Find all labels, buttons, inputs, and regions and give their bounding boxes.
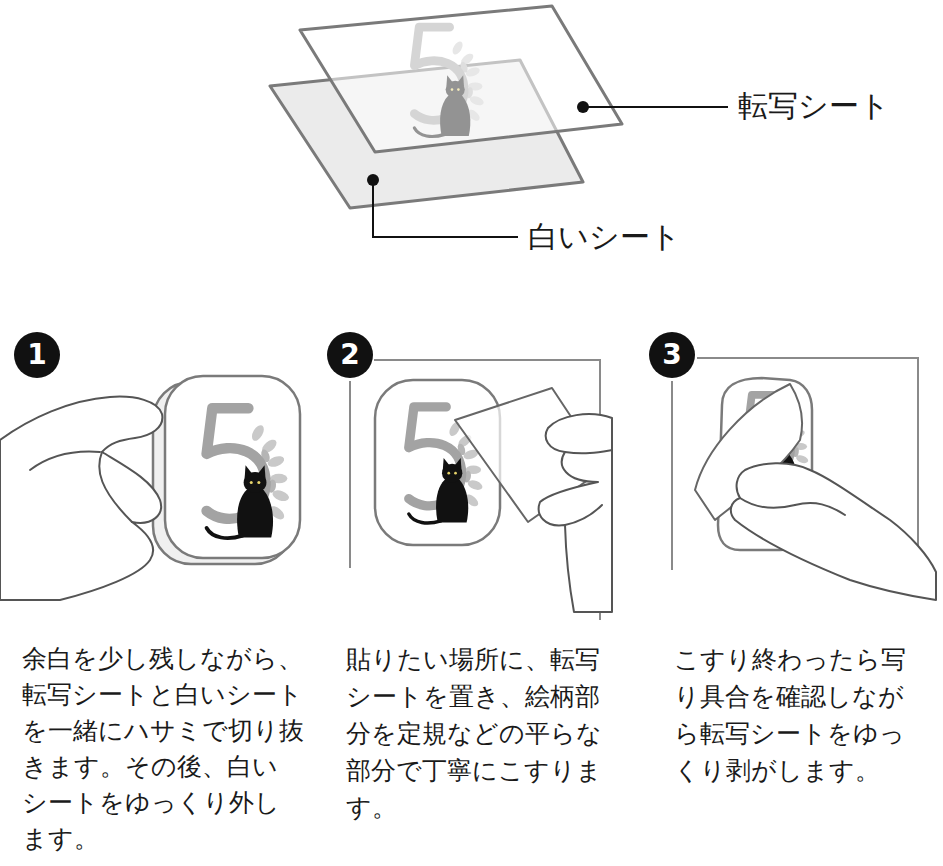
hand: [30, 452, 100, 470]
leader-line: [373, 180, 518, 237]
step-description-box: 余白を少し残しながら、転写シートと白いシートを一緒にハサミで切り抜きます。その後…: [22, 641, 304, 857]
callout-number: 3: [662, 341, 681, 369]
step-number-circle: 2: [327, 332, 373, 378]
sheets-illustration: [270, 6, 622, 208]
part-label-box: 白いシート: [528, 219, 681, 255]
hand: [731, 463, 936, 600]
transfer-sheet: [300, 6, 622, 152]
step-description-box: 貼りたい場所に、転写シートを置き、絵柄部分を定規などの平らな部分で丁寧にこすりま…: [346, 641, 604, 826]
step-description: 余白を少し残しながら、転写シートと白いシートを一緒にハサミで切り抜きます。その後…: [22, 641, 304, 857]
step-description-box: こすり終わったら写り具合を確認しながら転写シートをゆっくり剥がします。: [674, 641, 908, 789]
hand: [0, 397, 162, 600]
callout-number: 1: [27, 341, 46, 369]
step2-illustration: [375, 380, 612, 612]
step-number-circle: 1: [14, 332, 60, 378]
callout-number: 2: [340, 341, 359, 369]
hand: [0, 397, 162, 600]
step3-illustration: [695, 378, 936, 600]
step1-illustration: [207, 408, 291, 538]
step-description: 貼りたい場所に、転写シートを置き、絵柄部分を定規などの平らな部分で丁寧にこすりま…: [346, 641, 604, 826]
part-label: 転写シート: [738, 88, 890, 124]
step-description: こすり終わったら写り具合を確認しながら転写シートをゆっくり剥がします。: [674, 641, 908, 789]
step-number-circle: 3: [649, 332, 695, 378]
hand: [99, 452, 132, 522]
step-frame: [349, 381, 351, 568]
hand: [539, 414, 612, 612]
hand: [539, 414, 612, 612]
hand: [740, 498, 795, 508]
hand: [795, 503, 845, 515]
hand: [731, 463, 936, 600]
leader-line: [583, 106, 728, 108]
sticker: [375, 380, 500, 545]
step-frame: [671, 381, 673, 570]
leader-line: [367, 101, 728, 237]
hand: [565, 505, 602, 525]
part-label-box: 転写シート: [738, 88, 890, 124]
step1-illustration: [0, 376, 300, 600]
part-label: 白いシート: [528, 219, 681, 255]
hand: [565, 450, 612, 453]
cut-sticker: [165, 376, 300, 558]
